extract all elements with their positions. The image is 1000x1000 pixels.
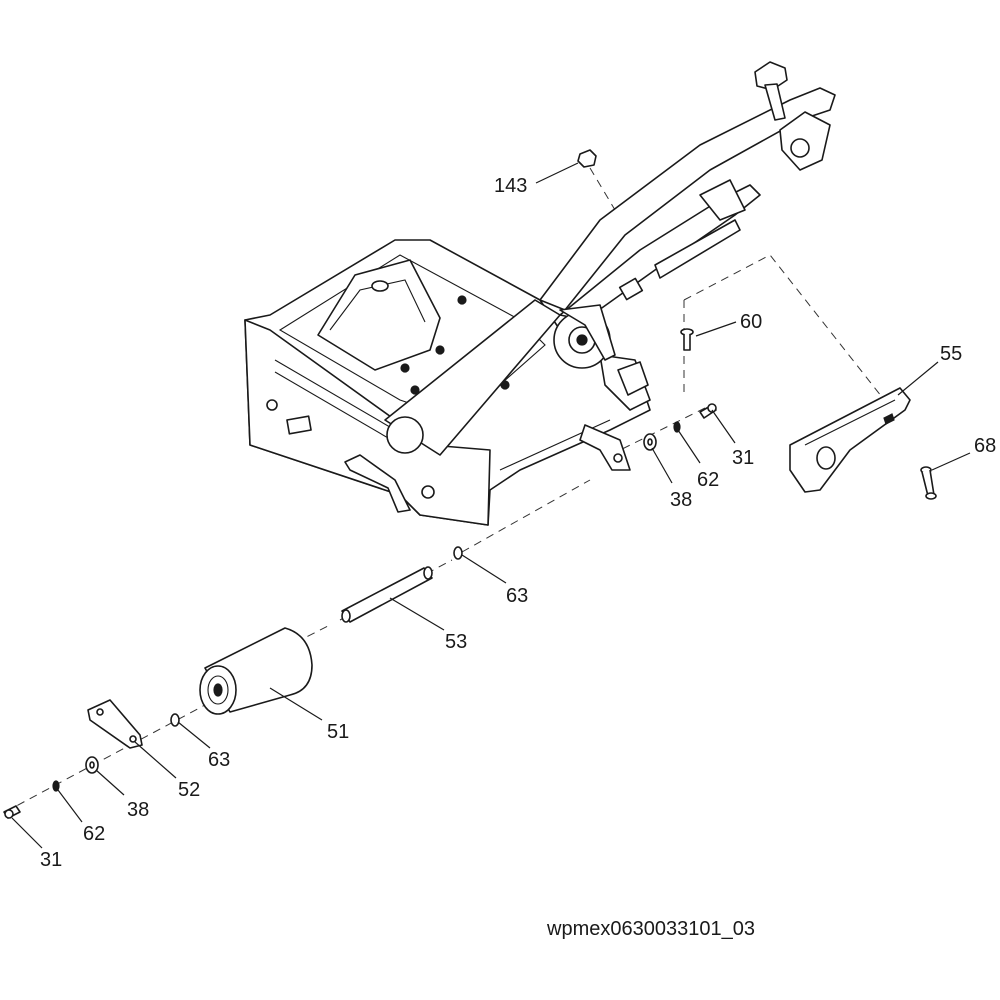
lock-washer-62-lower-part: [52, 780, 60, 792]
callout-31-right: 31: [732, 447, 754, 469]
bolt-31-lower-part: [3, 805, 21, 819]
callout-63-lower: 63: [208, 749, 230, 771]
roller-51-part: [199, 627, 313, 715]
bracket-plate-52-part: [87, 699, 143, 749]
callout-60: 60: [740, 311, 762, 333]
callout-143: 143: [494, 175, 527, 197]
bolt-31-right-part: [699, 403, 717, 419]
leader-lines: [11, 162, 971, 849]
washer-38-lower-part: [85, 756, 99, 774]
drawing-id: wpmex0630033101_03: [546, 918, 755, 940]
callout-52: 52: [178, 779, 200, 801]
handle-assembly: [384, 61, 836, 456]
callout-53: 53: [445, 631, 467, 653]
bracket-55-part: [789, 387, 911, 493]
callout-68: 68: [974, 435, 996, 457]
retaining-ring-63-upper-part: [453, 546, 463, 560]
callout-31-lower: 31: [40, 849, 62, 871]
retaining-ring-63-lower-part: [170, 713, 180, 727]
washer-38-right-part: [643, 433, 657, 451]
callout-38-right: 38: [670, 489, 692, 511]
pin-68-part: [920, 466, 937, 500]
callout-38-lower: 38: [127, 799, 149, 821]
nut-143-part: [577, 149, 597, 168]
callout-55: 55: [940, 343, 962, 365]
callout-labels: 143 60 55 68 31 62 38 63 53 51 63 52 38 …: [40, 175, 996, 871]
callout-62-right: 62: [697, 469, 719, 491]
callout-63-upper: 63: [506, 585, 528, 607]
lock-washer-62-right-part: [673, 421, 681, 433]
callout-51: 51: [327, 721, 349, 743]
bolt-60-part: [680, 328, 694, 351]
shaft-53-part: [341, 566, 433, 623]
callout-62-lower: 62: [83, 823, 105, 845]
